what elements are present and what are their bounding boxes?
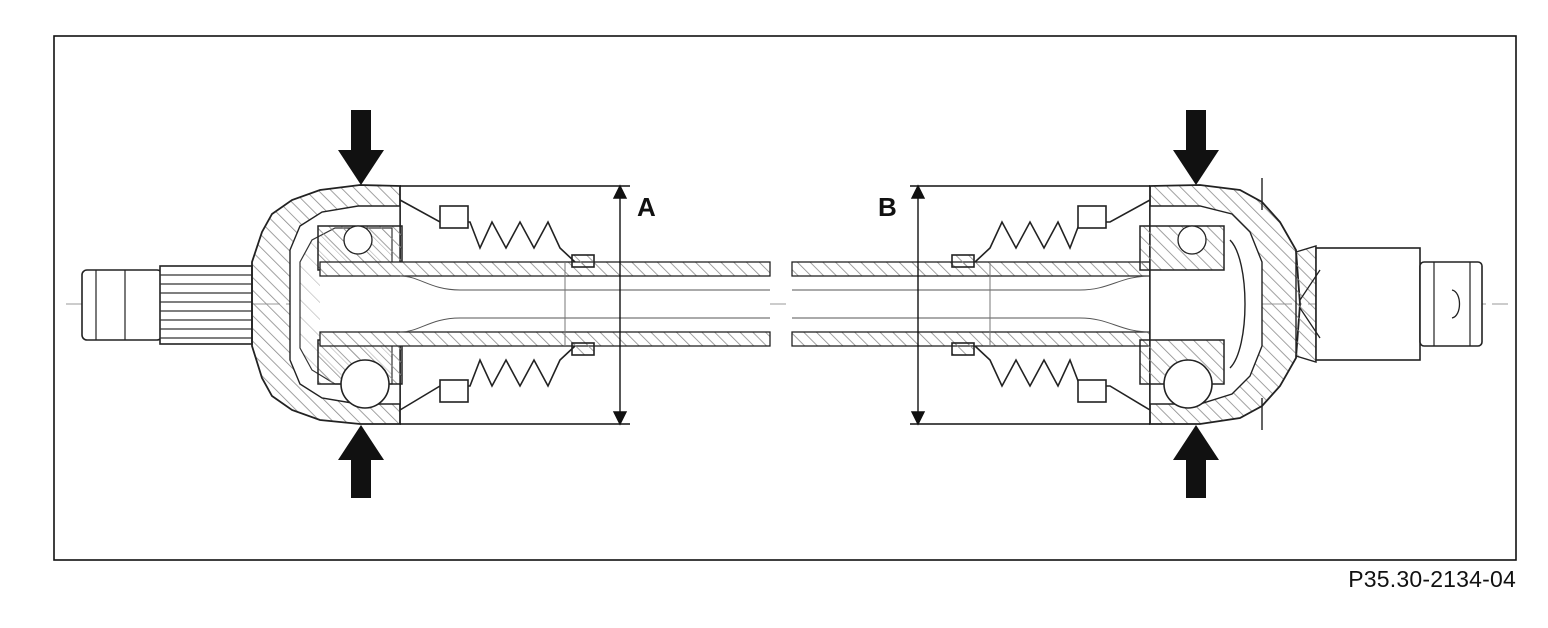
left-ball: [340, 359, 390, 409]
right-ball: [1163, 359, 1213, 409]
right-upper-press-arrow: [1173, 110, 1219, 185]
right-joint-assembly: [1139, 178, 1483, 430]
label-a: A: [637, 192, 656, 222]
left-upper-press-arrow: [338, 110, 384, 185]
left-boot: [399, 199, 595, 411]
right-lower-press-arrow: [1173, 425, 1219, 498]
left-lower-press-arrow: [338, 425, 384, 498]
right-stub-axle: [1315, 247, 1421, 361]
dimension-b: [910, 184, 1150, 426]
dimension-a: [400, 184, 630, 426]
right-stub-flange: [1295, 245, 1317, 363]
label-b: B: [878, 192, 897, 222]
reference-number: P35.30-2134-04: [1348, 566, 1516, 592]
right-boot: [951, 199, 1151, 411]
left-spline-stub: [81, 265, 253, 345]
diagram-border: [53, 35, 1517, 561]
left-shaft: [319, 261, 771, 347]
